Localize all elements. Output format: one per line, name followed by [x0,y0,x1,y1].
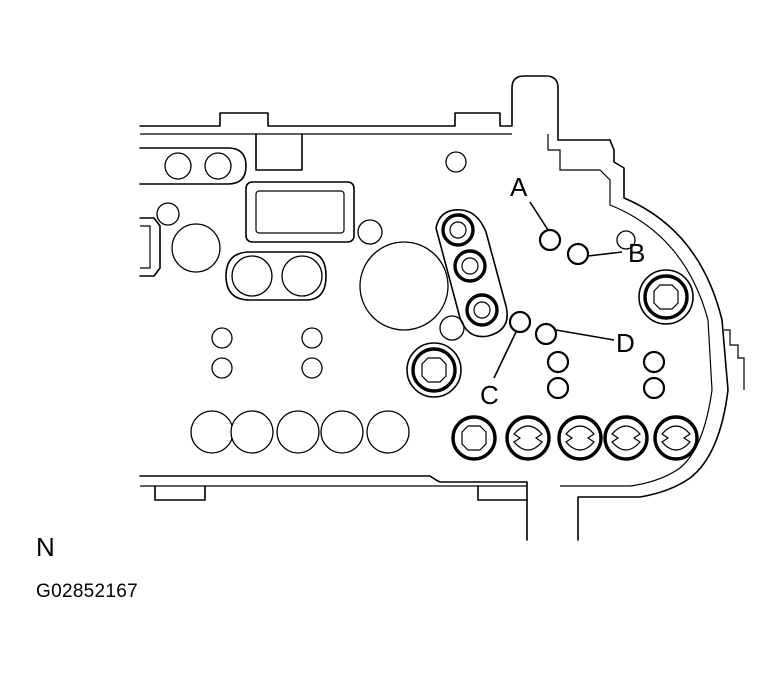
screw-bosses [406,269,694,398]
board-outline [139,75,745,541]
terminal-b [566,242,590,266]
callout-lines [493,201,623,379]
callout-label-c: C [480,380,499,410]
terminal-c [508,310,532,334]
terminal-pins [508,228,666,400]
figure-code: G02852167 [36,581,139,602]
orientation-label: N [36,532,55,562]
callout-label-d: D [616,328,635,358]
callout-label-a: A [510,172,528,202]
bulb-sockets [451,415,699,461]
terminal-d [534,322,558,346]
diagonal-bracket [435,209,508,338]
left-holes [156,151,467,454]
callout-label-b: B [628,238,645,268]
terminal-a [538,228,562,252]
